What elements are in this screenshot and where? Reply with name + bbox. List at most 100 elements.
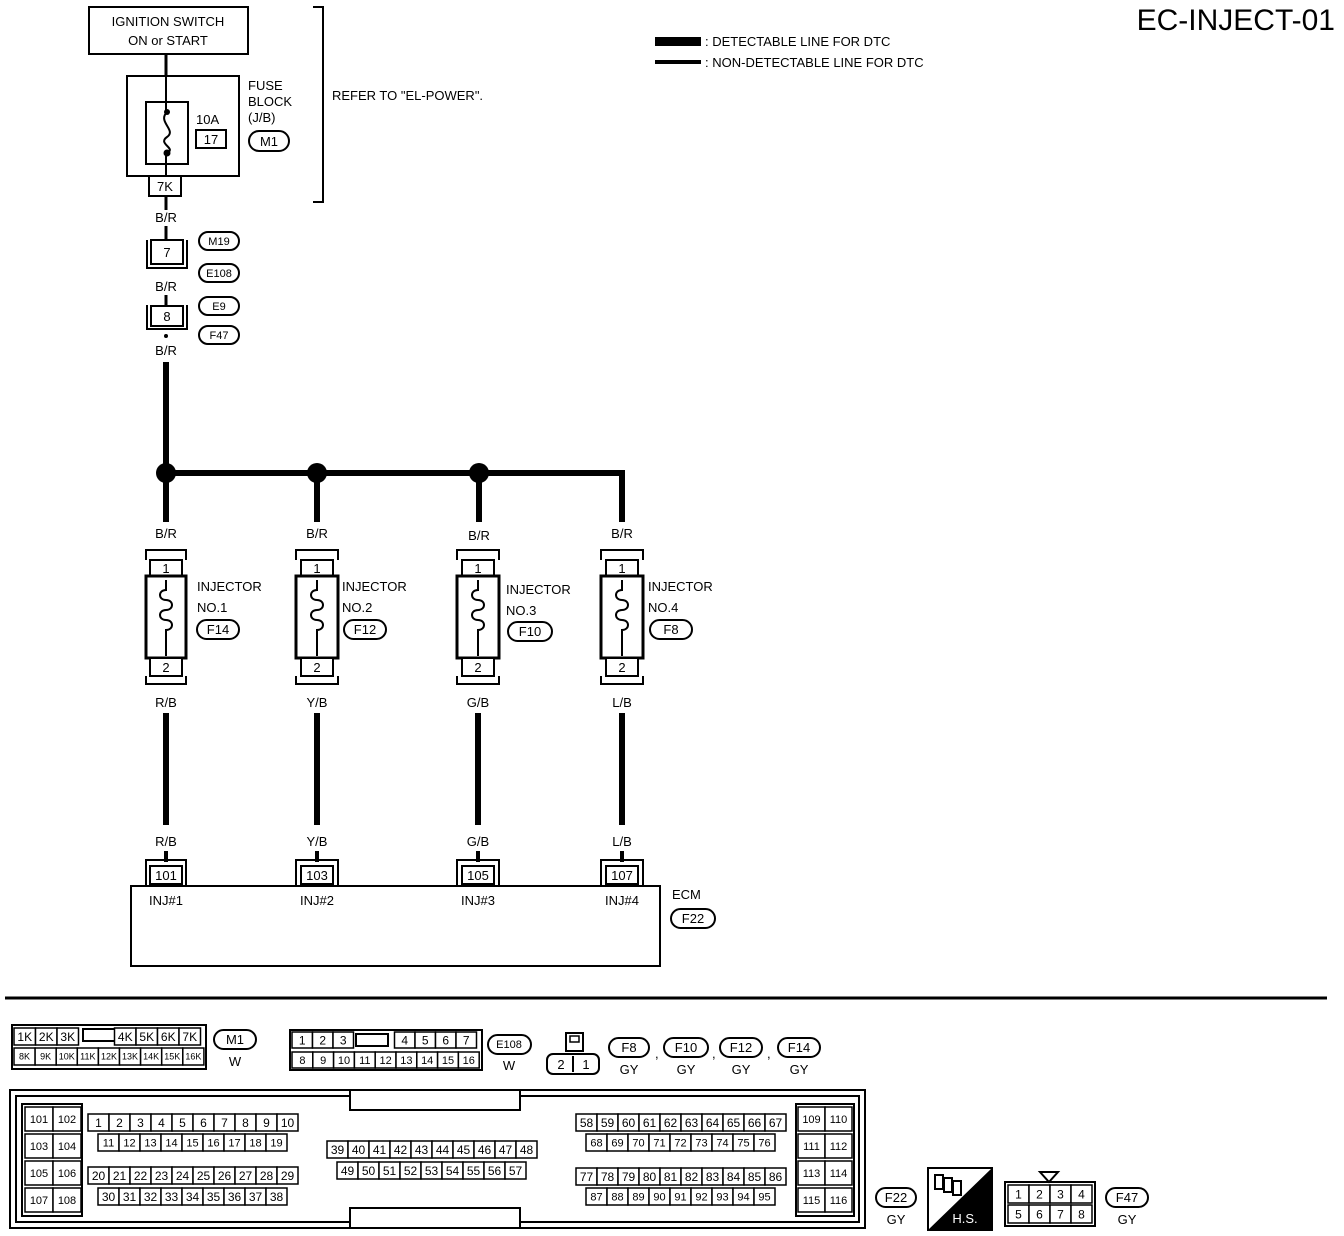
connector-pin-label: 32	[144, 1190, 158, 1204]
connector-pin-label: 34	[186, 1190, 200, 1204]
joint-connector-1: 7 M19 E108	[146, 231, 240, 283]
connector-pin-label: 49	[341, 1164, 355, 1178]
connector-pin-label: 1K	[17, 1030, 32, 1044]
connector-pin-label: 15	[186, 1137, 198, 1149]
connector-pin-label: 37	[249, 1190, 263, 1204]
connector-pin-label: 93	[716, 1191, 728, 1203]
injector-4-conn: F8	[663, 622, 678, 637]
injector-2-name: INJECTOR	[342, 579, 407, 594]
connector-pin-label: 14K	[143, 1052, 159, 1062]
injector-4-pin-bottom: 2	[618, 660, 625, 675]
connector-pin	[457, 1051, 480, 1069]
connector-pin-label: 6	[200, 1116, 207, 1130]
connector-pin-label: 65	[727, 1116, 741, 1130]
connector-pin-label: 12	[123, 1137, 135, 1149]
connector-pin-label: 111	[803, 1141, 820, 1153]
connector-pin-label: 16	[207, 1137, 219, 1149]
connector-pin-label: 4	[1078, 1187, 1085, 1201]
connector-pin-label: 9	[263, 1116, 270, 1130]
injector-4: B/R 1 2 INJECTOR NO.4 F8 L/B L/B	[599, 526, 713, 849]
connector-pin-label: 7	[221, 1116, 228, 1130]
connector-pin-label: 67	[769, 1116, 783, 1130]
connector-pin-label: 106	[58, 1168, 76, 1180]
connector-pin	[797, 1187, 826, 1213]
inj-conn-id-f12: F12	[730, 1040, 752, 1055]
connector-view-injector: 2 1 F8 GY , F10 GY , F12 GY , F14 GY	[546, 1032, 821, 1077]
connector-pin-label: 13K	[122, 1052, 138, 1062]
connector-pin-label: 59	[601, 1116, 615, 1130]
connector-pin-label: 88	[611, 1191, 623, 1203]
connector-pin-label: 82	[685, 1170, 699, 1184]
connector-pin-label: 13	[400, 1055, 412, 1067]
connector-pin-label: 13	[144, 1137, 156, 1149]
wire-color-label: B/R	[611, 526, 633, 541]
connector-pin-label: 5	[422, 1033, 429, 1047]
injector-4-pin-top: 1	[618, 561, 625, 576]
ecm-inj-4: INJ#4	[605, 893, 639, 908]
connector-pin-label: 31	[123, 1190, 137, 1204]
connector-pin-label: 7K	[182, 1030, 197, 1044]
connector-pin-label: 33	[165, 1190, 179, 1204]
connector-pin-label: 4	[158, 1116, 165, 1130]
connector-pin-label: 85	[748, 1170, 762, 1184]
connector-pin	[753, 1187, 776, 1206]
connector-pin-label: 10	[281, 1116, 295, 1130]
connector-pin-label: 84	[727, 1170, 741, 1184]
joint-1-upper-id: M19	[208, 236, 229, 248]
connector-pin-label: 6	[1036, 1207, 1043, 1221]
connector-pin-label: 43	[415, 1143, 429, 1157]
connector-pin-label: 104	[58, 1141, 76, 1153]
harness-side-icon: H.S.	[927, 1167, 993, 1231]
m1-color: W	[229, 1054, 242, 1069]
connector-pin	[797, 1106, 826, 1132]
connector-pin-label: 57	[509, 1164, 523, 1178]
connector-pin-label: 1	[1015, 1187, 1022, 1201]
wire-color-label: G/B	[467, 695, 489, 710]
f47-color: GY	[1118, 1212, 1137, 1227]
injector-4-no: NO.4	[648, 600, 678, 615]
connector-pin-label: 2	[1036, 1187, 1043, 1201]
connector-pin-label: 44	[436, 1143, 450, 1157]
connector-pin-label: 2	[116, 1116, 123, 1130]
e108-color: W	[503, 1058, 516, 1073]
connector-pin-label: 46	[478, 1143, 492, 1157]
connector-pin-label: 40	[352, 1143, 366, 1157]
connector-pin-label: 58	[580, 1116, 594, 1130]
ecm-inj-1: INJ#1	[149, 893, 183, 908]
connector-pin-label: 89	[632, 1191, 644, 1203]
connector-pin-label: 39	[331, 1143, 345, 1157]
connector-pin-label: 5K	[139, 1030, 154, 1044]
wire-color-label: B/R	[155, 210, 177, 225]
wire-color-label: R/B	[155, 834, 177, 849]
connector-pin-label: 114	[830, 1168, 848, 1180]
wire-color-label: L/B	[612, 834, 632, 849]
connector-pin-label: 74	[716, 1137, 728, 1149]
connector-pin-label: 62	[664, 1116, 678, 1130]
inj-conn-pin-a: 2	[557, 1057, 564, 1072]
connector-pin-label: 9K	[40, 1052, 51, 1062]
connector-pin-label: 77	[580, 1170, 594, 1184]
injector-4-name: INJECTOR	[648, 579, 713, 594]
inj-conn-color: GY	[677, 1062, 696, 1077]
wire-color-label: B/R	[155, 279, 177, 294]
connector-pin-label: 3	[137, 1116, 144, 1130]
connector-pin-label: 10K	[59, 1052, 75, 1062]
connector-pin-label: 7	[463, 1033, 470, 1047]
connector-pin-label: 115	[803, 1195, 821, 1207]
connector-pin-label: 41	[373, 1143, 387, 1157]
connector-pin-label: 86	[769, 1170, 783, 1184]
connector-pin-label: 26	[218, 1169, 232, 1183]
connector-pin-label: 4	[401, 1033, 408, 1047]
fuse-block: 10A 17 FUSE BLOCK (J/B) M1 7K	[126, 75, 292, 197]
connector-pin	[52, 1133, 82, 1159]
ecm-conn-id: F22	[885, 1190, 907, 1205]
legend-detectable: : DETECTABLE LINE FOR DTC	[705, 34, 890, 49]
connector-pin-label: 76	[758, 1137, 770, 1149]
connector-pin-label: 15	[442, 1055, 454, 1067]
connector-pin-label: 116	[830, 1195, 848, 1207]
connector-pin-label: 61	[643, 1116, 657, 1130]
connector-pin-label: 60	[622, 1116, 636, 1130]
